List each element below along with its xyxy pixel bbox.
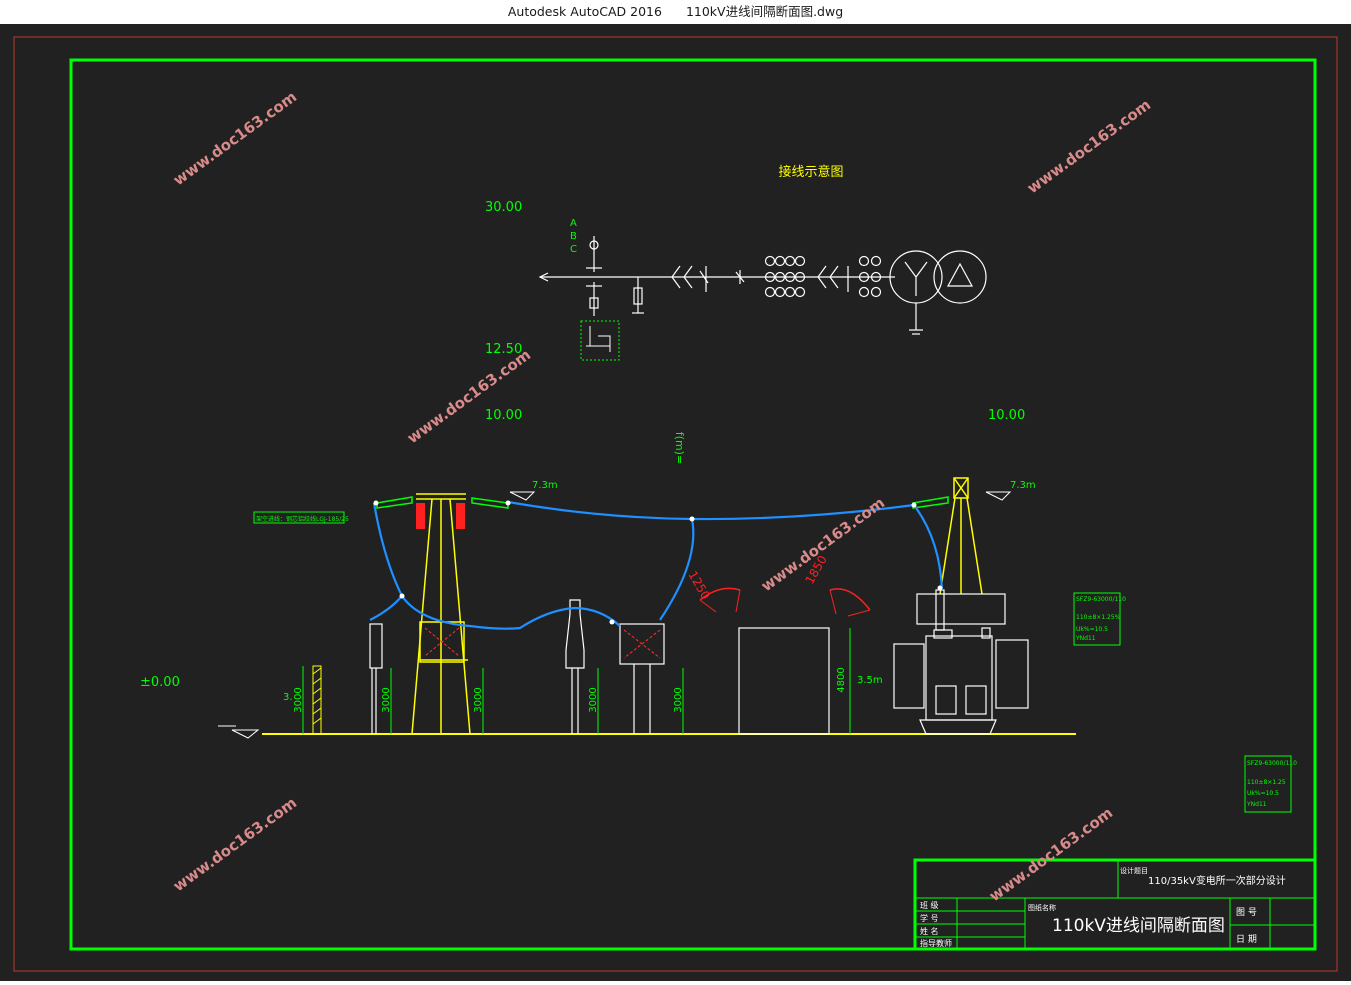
phase-c: C — [570, 244, 577, 255]
svg-text:Uk%=10.5: Uk%=10.5 — [1247, 790, 1279, 797]
dim-3000-c: 3000 — [473, 687, 484, 712]
fence-post — [312, 665, 322, 735]
row-student-no: 学 号 — [920, 913, 939, 923]
conductor-height-left: 7.3m — [532, 480, 558, 491]
disconnector-mid — [619, 623, 665, 734]
svg-text:SFZ9-63000/110: SFZ9-63000/110 — [1076, 596, 1126, 603]
sheet-border — [13, 36, 1338, 972]
pt-highlight-box — [580, 320, 620, 361]
app-title: Autodesk AutoCAD 2016 — [507, 4, 662, 19]
conductor-nodes — [373, 500, 943, 625]
row-name: 姓 名 — [920, 926, 939, 936]
svg-text:110±8×1.25: 110±8×1.25 — [1247, 779, 1286, 786]
svg-text:SFZ9-63000/110: SFZ9-63000/110 — [1247, 760, 1297, 767]
svg-text:www.doc163.com: www.doc163.com — [404, 346, 534, 448]
elevation-top: 30.00 — [485, 200, 522, 215]
elevation-left-10: 10.00 — [485, 408, 522, 423]
svg-text:www.doc163.com: www.doc163.com — [986, 804, 1116, 906]
drawing-name: 110kV进线间隔断面图 — [1052, 916, 1225, 936]
left-gantry — [411, 493, 471, 735]
svg-text:www.doc163.com: www.doc163.com — [170, 794, 300, 896]
drawing-frame — [69, 58, 1317, 951]
dim-4800: 4800 — [836, 667, 847, 692]
clearance-arc-left — [699, 587, 741, 601]
svg-text:110±8×1.25%: 110±8×1.25% — [1076, 614, 1121, 621]
svg-text:YNd11: YNd11 — [1246, 801, 1267, 808]
arrester — [369, 623, 383, 734]
dim-3000-a: 3000 — [293, 687, 304, 712]
window-titlebar: Autodesk AutoCAD 2016 110kV进线间隔断面图.dwg — [0, 0, 1351, 25]
dim-3m-left: 3. — [283, 692, 293, 703]
date-label: 日 期 — [1236, 934, 1257, 945]
switch-cabinet — [738, 627, 830, 735]
dimensions — [302, 628, 851, 734]
elevation-mid: 12.50 — [485, 342, 522, 357]
elevation-ground: ±0.00 — [140, 675, 180, 690]
row-class: 班 级 — [920, 900, 939, 910]
svg-text:YNd11: YNd11 — [1075, 635, 1096, 642]
project-name: 110/35kV变电所一次部分设计 — [1148, 874, 1286, 887]
single-line-diagram — [538, 236, 987, 335]
transformer-label-1: SFZ9-63000/110 110±8×1.25% Uk%=10.5 YNd1… — [1073, 592, 1126, 646]
transformer-label-2: SFZ9-63000/110 110±8×1.25 Uk%=10.5 YNd11 — [1244, 755, 1297, 813]
sag-left: 1250 — [685, 569, 712, 602]
row-advisor: 指导教师 — [920, 938, 952, 948]
file-name: 110kV进线间隔断面图.dwg — [685, 4, 844, 19]
dim-3000-e: 3000 — [673, 687, 684, 712]
title-block — [913, 858, 1317, 951]
phase-labels: A B C — [570, 218, 577, 255]
drawing-name-label: 图纸名称 — [1028, 903, 1056, 912]
svg-text:www.doc163.com: www.doc163.com — [170, 88, 300, 190]
phase-b: B — [570, 231, 577, 242]
axis-note: f(m)= — [673, 432, 686, 464]
dim-3000-b: 3000 — [381, 687, 392, 712]
diagram-title: 接线示意图 — [778, 164, 843, 180]
watermarks: www.doc163.com www.doc163.com www.doc163… — [170, 88, 1154, 906]
conductor-height-right: 7.3m — [1010, 480, 1036, 491]
main-transformer — [893, 589, 1029, 735]
cad-viewport[interactable]: 接线示意图 30.00 12.50 10.00 10.00 ±0.00 f(m)… — [0, 24, 1351, 981]
right-gantry — [939, 477, 983, 595]
current-transformer — [565, 599, 585, 734]
svg-text:Uk%=10.5: Uk%=10.5 — [1076, 626, 1108, 633]
elevation-right-10: 10.00 — [988, 408, 1025, 423]
dim-3m-right: 3.5m — [857, 675, 883, 686]
insulator-string — [416, 503, 465, 529]
left-note: 架空进线：钢芯铝绞线LGJ-185/25 — [256, 515, 349, 523]
svg-text:www.doc163.com: www.doc163.com — [1024, 96, 1154, 198]
project-label: 设计题目 — [1120, 866, 1148, 875]
figure-no-label: 图 号 — [1236, 907, 1257, 918]
clearance-arc-right — [829, 588, 871, 611]
dim-3000-d: 3000 — [588, 687, 599, 712]
svg-text:www.doc163.com: www.doc163.com — [758, 494, 888, 596]
drawing-sheet: 接线示意图 30.00 12.50 10.00 10.00 ±0.00 f(m)… — [13, 36, 1338, 972]
phase-a: A — [570, 218, 577, 229]
